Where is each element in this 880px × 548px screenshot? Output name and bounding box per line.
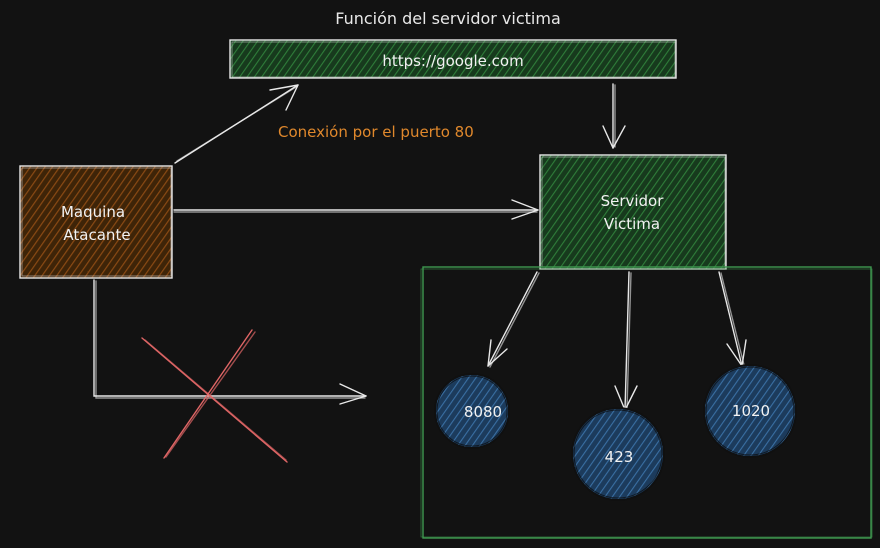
- diagram-title: Función del servidor victima: [335, 9, 561, 28]
- arrow-server-to-port-423: [614, 271, 638, 411]
- port-node-8080: 8080: [434, 373, 510, 449]
- ports-group-frame: [420, 266, 873, 539]
- url-label: https://google.com: [382, 52, 523, 70]
- server-label-line1: Servidor: [601, 192, 665, 210]
- attacker-label-line2: Atacante: [63, 226, 130, 244]
- arrow-server-to-port-8080: [487, 271, 540, 368]
- port-label: 1020: [732, 402, 770, 420]
- arrow-attacker-to-server: [173, 199, 539, 220]
- connection-note: Conexión por el puerto 80: [278, 123, 474, 141]
- port-label: 8080: [464, 403, 502, 421]
- server-box: Servidor Victima: [539, 154, 727, 270]
- arrow-attacker-blocked: [93, 279, 367, 405]
- attacker-label-line1: Maquina: [61, 203, 125, 221]
- blocked-cross-icon: [141, 329, 288, 463]
- port-label: 423: [605, 448, 634, 466]
- arrow-server-to-port-1020: [718, 271, 747, 367]
- server-label-line2: Victima: [604, 215, 660, 233]
- attacker-box: Maquina Atacante: [19, 165, 173, 279]
- port-node-1020: 1020: [703, 364, 797, 458]
- url-box: https://google.com: [229, 39, 677, 79]
- port-node-423: 423: [571, 407, 665, 501]
- arrow-url-to-server: [602, 83, 626, 149]
- arrow-attacker-to-url: [174, 84, 299, 164]
